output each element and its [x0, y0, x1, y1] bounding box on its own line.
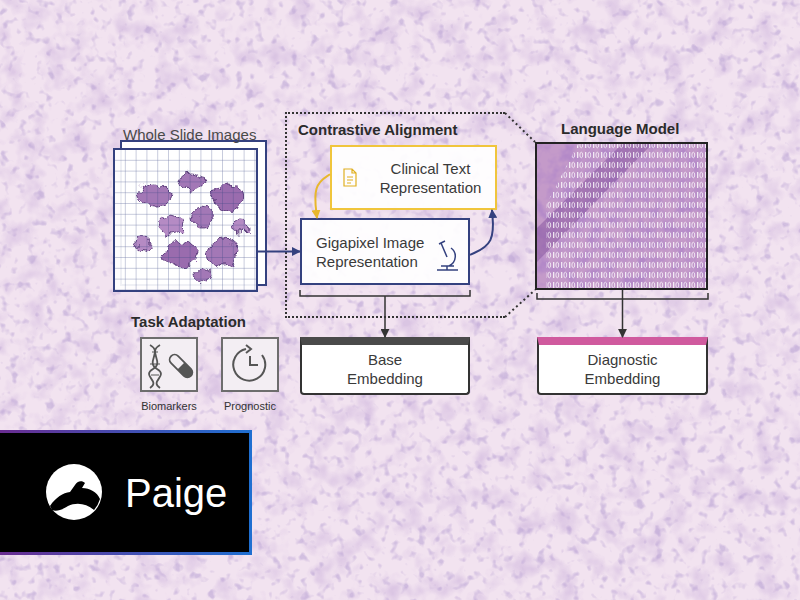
box-text: Diagnostic Embedding [573, 350, 673, 388]
icon-caption: Biomarkers [125, 400, 213, 413]
icon-box: Prognostic [221, 337, 279, 392]
box-text: Clinical Text Representation [371, 159, 491, 197]
connector-arrow [315, 174, 330, 218]
bracket [300, 290, 470, 296]
region-heading: Contrastive Alignment [298, 120, 457, 139]
process-box: Clinical Text Representation [330, 145, 497, 210]
dotted-region: Contrastive AlignmentClinical Text Repre… [285, 112, 505, 318]
icon-caption: Prognostic [206, 400, 294, 413]
box-text: Gigapixel Image Representation [316, 233, 441, 271]
embedding-box: Diagnostic Embedding [537, 337, 708, 395]
image-box: Language Model [535, 142, 708, 290]
box-text: Base Embedding [340, 350, 430, 388]
logo-box: Paige [0, 430, 252, 555]
connector-arrow [258, 251, 300, 253]
embedding-box: Base Embedding [300, 337, 470, 395]
section-heading: Task Adaptation [131, 313, 246, 330]
image-stack: Whole Slide Images [113, 148, 258, 292]
logo-text: Paige [125, 471, 227, 515]
connector-arrow [470, 210, 493, 255]
connector-arrow [384, 318, 386, 337]
dotted-outline [505, 290, 535, 317]
icon-box: Biomarkers [140, 337, 198, 392]
connector-arrow [622, 290, 624, 337]
bracket [537, 293, 708, 299]
dotted-outline [505, 113, 535, 142]
box-heading: Language Model [561, 119, 679, 138]
bracket-leader [384, 296, 386, 318]
process-box: Gigapixel Image Representation [300, 218, 470, 285]
stack-heading: Whole Slide Images [123, 125, 256, 144]
